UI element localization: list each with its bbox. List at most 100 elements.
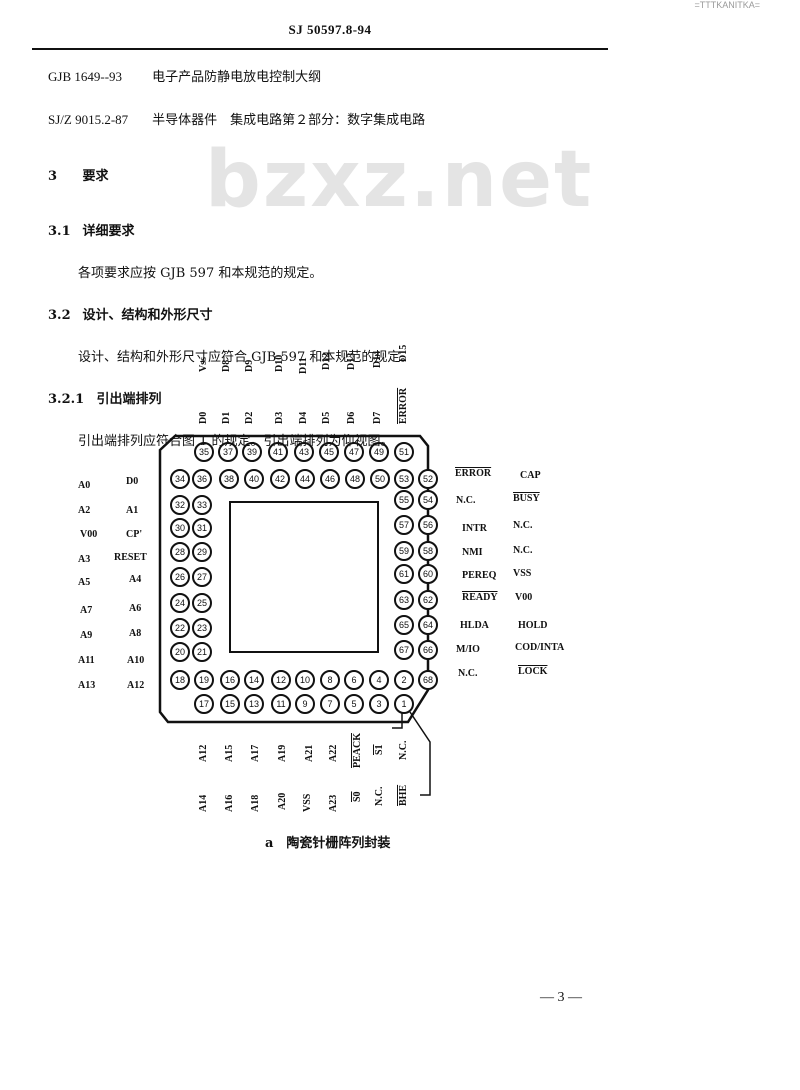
pin-label: BHE [398, 784, 409, 806]
pin-label: A0 [78, 480, 91, 491]
pin: 2 [394, 670, 414, 690]
pin: 27 [192, 567, 212, 587]
pin-label: RESET [114, 552, 147, 563]
section-heading: 3.2.1 引出端排列 [48, 388, 800, 407]
pin-label: D7 [372, 411, 383, 424]
pin-label: S0 [352, 791, 363, 802]
pin-label: D1 [221, 411, 232, 424]
pin: 38 [219, 469, 239, 489]
pin-label: A20 [277, 792, 288, 810]
pin-label: A16 [224, 794, 235, 812]
pin-label: A2 [78, 505, 91, 516]
pin: 46 [320, 469, 340, 489]
pin-label: N.C. [513, 545, 533, 556]
pin-label: A3 [78, 554, 91, 565]
page-number: — 3 — [540, 990, 582, 1005]
section-body: 各项要求应按 GJB 597 和本规范的规定。 [78, 266, 323, 281]
pin: 28 [170, 542, 190, 562]
section-number: 3.2 [48, 308, 71, 323]
pin-label: READY [462, 592, 498, 603]
pin: 31 [192, 518, 212, 538]
pin: 44 [295, 469, 315, 489]
section-heading: 3.1 详细要求 [48, 220, 800, 239]
pin-label: S1 [374, 744, 385, 755]
section-heading: 3 要求 [48, 165, 800, 184]
pin-label: INTR [462, 523, 488, 534]
pin: 14 [244, 670, 264, 690]
pin: 53 [394, 469, 414, 489]
pin-label: BUSY [513, 493, 540, 504]
pin: 9 [295, 694, 315, 714]
pin-label: A15 [224, 744, 235, 762]
pin-label: D2 [244, 411, 255, 424]
pin: 51 [394, 442, 414, 462]
pin-label: D5 [321, 411, 332, 424]
pin: 65 [394, 615, 414, 635]
pin-label: PEREQ [462, 570, 497, 581]
pin: 63 [394, 590, 414, 610]
pin-label: A18 [250, 794, 261, 812]
standard-code: SJ 50597.8-94 [288, 22, 372, 37]
pin-label: D6 [346, 411, 357, 424]
pin-label: A11 [78, 655, 95, 666]
pin-label: NMI [462, 547, 483, 558]
pin-label: LOCK [518, 666, 548, 677]
section-title: 设计、结构和外形尺寸 [82, 308, 213, 323]
pin: 25 [192, 593, 212, 613]
pin: 10 [295, 670, 315, 690]
pin: 54 [418, 490, 438, 510]
pin-label: A23 [328, 794, 339, 812]
pin-label: HOLD [518, 620, 548, 631]
pin-label: A12 [198, 744, 209, 762]
pin: 62 [418, 590, 438, 610]
pin: 36 [192, 469, 212, 489]
pin: 11 [271, 694, 291, 714]
header-rule [32, 48, 608, 50]
pin: 21 [192, 642, 212, 662]
reference-code: GJB 1649--93 [48, 69, 123, 84]
pin: 6 [344, 670, 364, 690]
pin-label: A4 [129, 574, 142, 585]
pin-label: A10 [127, 655, 145, 666]
pin: 66 [418, 640, 438, 660]
pin: 1 [394, 694, 414, 714]
pin-label: A1 [126, 505, 139, 516]
pin: 58 [418, 541, 438, 561]
pin: 48 [345, 469, 365, 489]
pin: 47 [344, 442, 364, 462]
section-title: 引出端排列 [96, 392, 162, 407]
pin-label: CAP [520, 470, 541, 481]
pin: 15 [220, 694, 240, 714]
pin-label: A8 [129, 628, 142, 639]
section-heading: 3.2 设计、结构和外形尺寸 [48, 304, 800, 323]
pin: 19 [194, 670, 214, 690]
pin-label: N.C. [398, 740, 409, 760]
pin: 34 [170, 469, 190, 489]
pin: 60 [418, 564, 438, 584]
pin: 64 [418, 615, 438, 635]
reference-title: 半导体器件 集成电路第２部分：数字集成电路 [152, 113, 426, 128]
pin: 35 [194, 442, 214, 462]
reference-code: SJ/Z 9015.2-87 [48, 112, 129, 127]
figure-caption: a 陶瓷针栅阵列封装 [265, 836, 391, 851]
pin-label: N.C. [456, 495, 476, 506]
pin: 26 [170, 567, 190, 587]
pin: 67 [394, 640, 414, 660]
pin: 39 [242, 442, 262, 462]
pin-label: HLDA [460, 620, 489, 631]
pin-label: M/IO [456, 644, 480, 655]
pin-label: N.C. [513, 520, 533, 531]
pin: 50 [370, 469, 390, 489]
pin-label: V00 [80, 529, 98, 540]
pin: 45 [319, 442, 339, 462]
pin: 40 [244, 469, 264, 489]
pin-label: D3 [274, 411, 285, 424]
pin: 29 [192, 542, 212, 562]
pin-label: A12 [127, 680, 145, 691]
pin: 57 [394, 515, 414, 535]
pin: 52 [418, 469, 438, 489]
watermark: bzxz.net [205, 135, 594, 225]
pin: 12 [271, 670, 291, 690]
pin-label: N.C. [374, 786, 385, 806]
pin: 22 [170, 618, 190, 638]
